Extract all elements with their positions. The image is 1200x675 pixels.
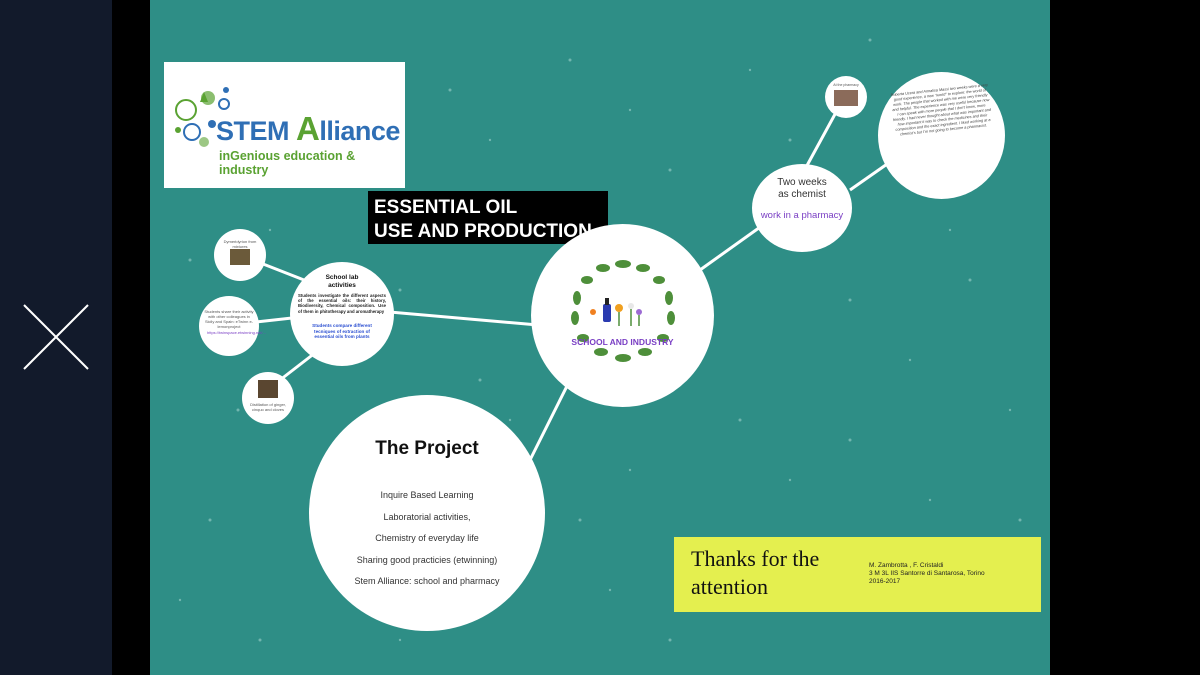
- pharmacy-heading-line-1: Two weeks: [752, 177, 852, 188]
- presentation-canvas[interactable]: STEM Alliance inGenious education & indu…: [150, 0, 1050, 675]
- logo-brand-stem: STEM: [216, 116, 289, 146]
- project-heading: The Project: [309, 438, 545, 460]
- lab-photo-node-top[interactable]: Dymeridyrion from mixtures: [214, 229, 266, 281]
- lab-heading: School lab activities: [312, 274, 372, 290]
- project-node[interactable]: The Project Inquire Based Learning Labor…: [309, 395, 545, 631]
- letterbox-left: [112, 0, 150, 675]
- distillation-photo: [258, 380, 278, 398]
- pharmacy-sub: work in a pharmacy: [752, 210, 852, 221]
- distillation-node[interactable]: Distillation of ginger, cinquo and clove…: [242, 372, 294, 424]
- pharmacy-node[interactable]: Two weeks as chemist work in a pharmacy: [752, 164, 852, 252]
- logo-brand-lliance: lliance: [319, 116, 400, 146]
- project-item: Inquire Based Learning: [309, 490, 545, 500]
- testimony-text: Roberta Ucera and Annalisa Massi two wee…: [890, 83, 993, 138]
- testimony-node[interactable]: Roberta Ucera and Annalisa Massi two wee…: [878, 72, 1005, 199]
- lab-highlight: Students compare different tecniques of …: [310, 323, 374, 340]
- project-item: Laboratorial activities,: [309, 512, 545, 522]
- logo-brand-a: A: [296, 110, 319, 147]
- center-label: SCHOOL AND INDUSTRY: [531, 337, 714, 347]
- pharmacy-heading-line-2: as chemist: [752, 189, 852, 200]
- project-item: Chemistry of everyday life: [309, 533, 545, 543]
- pharmacy-photo-node[interactable]: At the pharmacy: [825, 76, 867, 118]
- thanks-box: Thanks for the attention M. Zambrotta , …: [674, 537, 1041, 612]
- credit-line-2: 3 M 3L IIS Santorre di Santarosa, Torino: [869, 570, 985, 578]
- distillation-caption: Distillation of ginger, cinquo and clove…: [248, 402, 288, 412]
- etwinning-node[interactable]: Students share their activity with other…: [199, 296, 259, 356]
- lab-body: Students investigate the different aspec…: [298, 293, 386, 314]
- letterbox-right: [1050, 0, 1200, 675]
- credit-line-3: 2016-2017: [869, 578, 985, 586]
- credit-line-1: M. Zambrotta , F. Cristaldi: [869, 562, 985, 570]
- pharmacy-photo-caption: At the pharmacy: [829, 83, 863, 88]
- logo-tagline: inGenious education & industry: [219, 149, 405, 177]
- credits: M. Zambrotta , F. Cristaldi 3 M 3L IIS S…: [869, 562, 985, 586]
- stem-alliance-logo: STEM Alliance inGenious education & indu…: [164, 62, 405, 188]
- project-item: Sharing good practicies (etwinning): [309, 555, 545, 565]
- herb-wreath-icon: [563, 256, 683, 366]
- etwinning-link[interactable]: https://twinspace.etwinning.net/...: [207, 330, 251, 335]
- lab-photo-caption-top: Dymeridyrion from mixtures: [220, 239, 260, 249]
- lab-node[interactable]: School lab activities Students investiga…: [290, 262, 394, 366]
- lab-photo-top: [230, 249, 250, 265]
- thanks-title: Thanks for the attention: [691, 545, 851, 601]
- left-sidebar: [0, 0, 112, 675]
- center-node[interactable]: SCHOOL AND INDUSTRY: [531, 224, 714, 407]
- etwinning-caption: Students share their activity with other…: [204, 309, 254, 329]
- pharmacy-photo: [834, 90, 858, 106]
- page-title: ESSENTIAL OIL USE AND PRODUCTION: [368, 191, 608, 244]
- close-icon[interactable]: [22, 303, 90, 371]
- title-line-1: ESSENTIAL OIL: [374, 196, 608, 220]
- project-item: Stem Alliance: school and pharmacy: [309, 576, 545, 586]
